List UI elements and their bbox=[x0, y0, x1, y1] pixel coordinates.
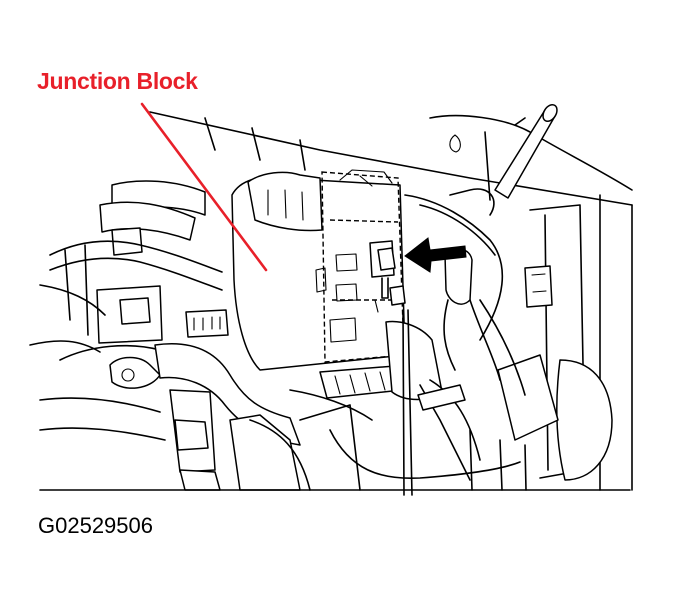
figure-id: G02529506 bbox=[38, 513, 153, 538]
leader-line bbox=[140, 102, 268, 272]
upper-pipe bbox=[494, 103, 558, 199]
right-bracket bbox=[479, 204, 613, 481]
junction-block-drawing bbox=[231, 169, 406, 371]
junction-block-label: Junction Block bbox=[37, 68, 198, 94]
lower-harness bbox=[39, 343, 521, 491]
block-base bbox=[289, 365, 403, 421]
cable-bundle bbox=[385, 188, 504, 496]
left-harness bbox=[29, 180, 229, 361]
pointer-arrow bbox=[404, 237, 467, 273]
floor-lines bbox=[39, 429, 631, 491]
body-panel-lines bbox=[149, 111, 633, 491]
